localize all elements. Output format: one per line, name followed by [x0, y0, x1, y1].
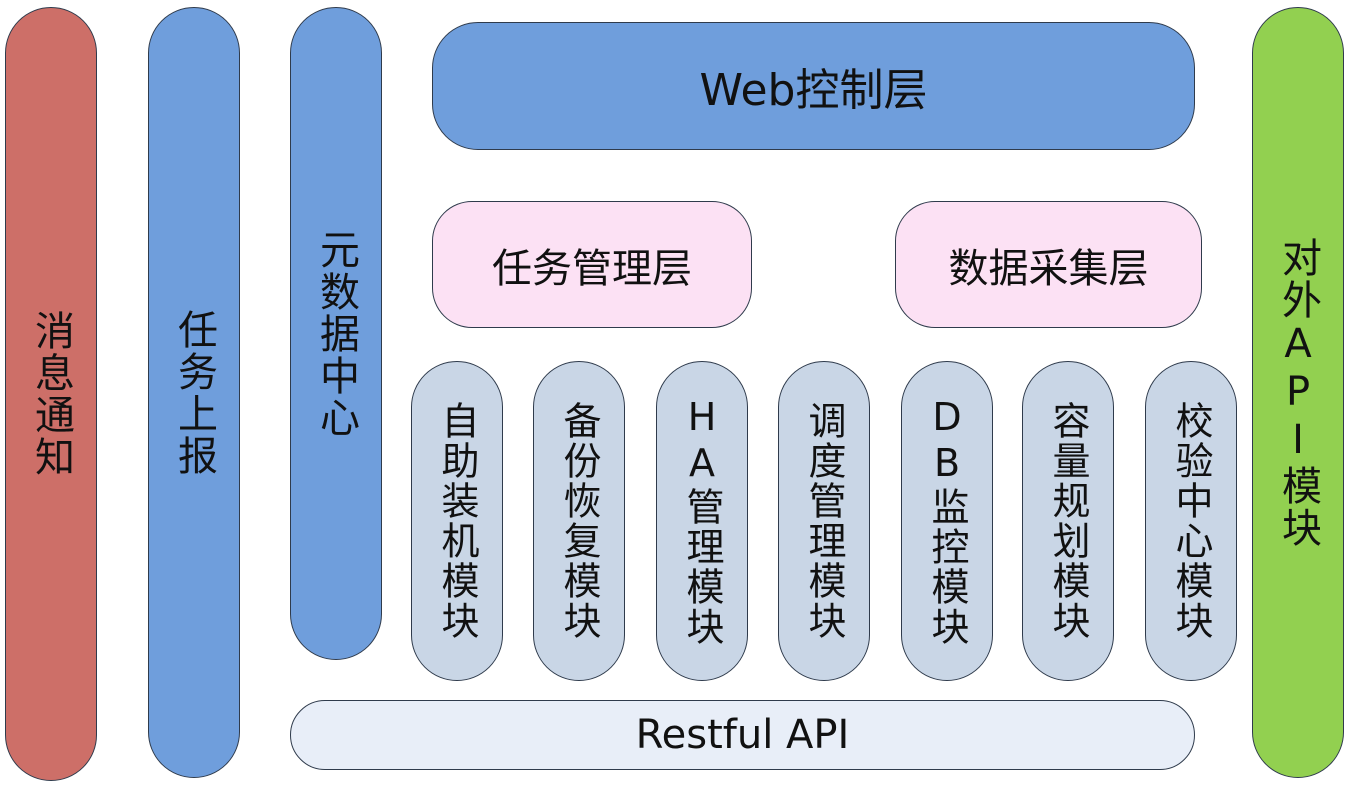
module-verification-center: 校验中心模块: [1145, 361, 1237, 681]
module-label: 调度管理模块: [802, 401, 846, 641]
module-self-install: 自助装机模块: [411, 361, 503, 681]
task-report-bar: 任务上报: [148, 7, 240, 778]
restful-api-label: Restful API: [635, 712, 850, 758]
module-label: HA管理模块: [680, 395, 724, 647]
external-api-label: 对外API模块: [1275, 236, 1321, 549]
data-collection-layer-label: 数据采集层: [948, 245, 1149, 292]
message-notify-bar: 消息通知: [5, 7, 97, 781]
module-capacity-planning: 容量规划模块: [1022, 361, 1114, 681]
metadata-center-bar: 元数据中心: [290, 7, 382, 660]
module-label: 校验中心模块: [1169, 401, 1213, 641]
module-db-monitor: DB监控模块: [901, 361, 993, 681]
module-label: 容量规划模块: [1046, 401, 1090, 641]
external-api-bar: 对外API模块: [1252, 7, 1344, 778]
task-management-layer-label: 任务管理层: [492, 245, 692, 292]
web-control-layer: Web控制层: [432, 22, 1195, 150]
module-label: 备份恢复模块: [557, 401, 601, 641]
task-report-label: 任务上报: [171, 308, 217, 477]
module-label: 自助装机模块: [435, 401, 479, 641]
metadata-center-label: 元数据中心: [313, 228, 359, 439]
message-notify-label: 消息通知: [28, 310, 74, 478]
data-collection-layer: 数据采集层: [895, 201, 1202, 328]
web-control-layer-label: Web控制层: [699, 65, 928, 116]
task-management-layer: 任务管理层: [432, 201, 752, 328]
module-label: DB监控模块: [925, 395, 969, 647]
module-schedule-management: 调度管理模块: [778, 361, 870, 681]
module-ha-management: HA管理模块: [656, 361, 748, 681]
restful-api-layer: Restful API: [290, 700, 1195, 770]
module-backup-restore: 备份恢复模块: [533, 361, 625, 681]
